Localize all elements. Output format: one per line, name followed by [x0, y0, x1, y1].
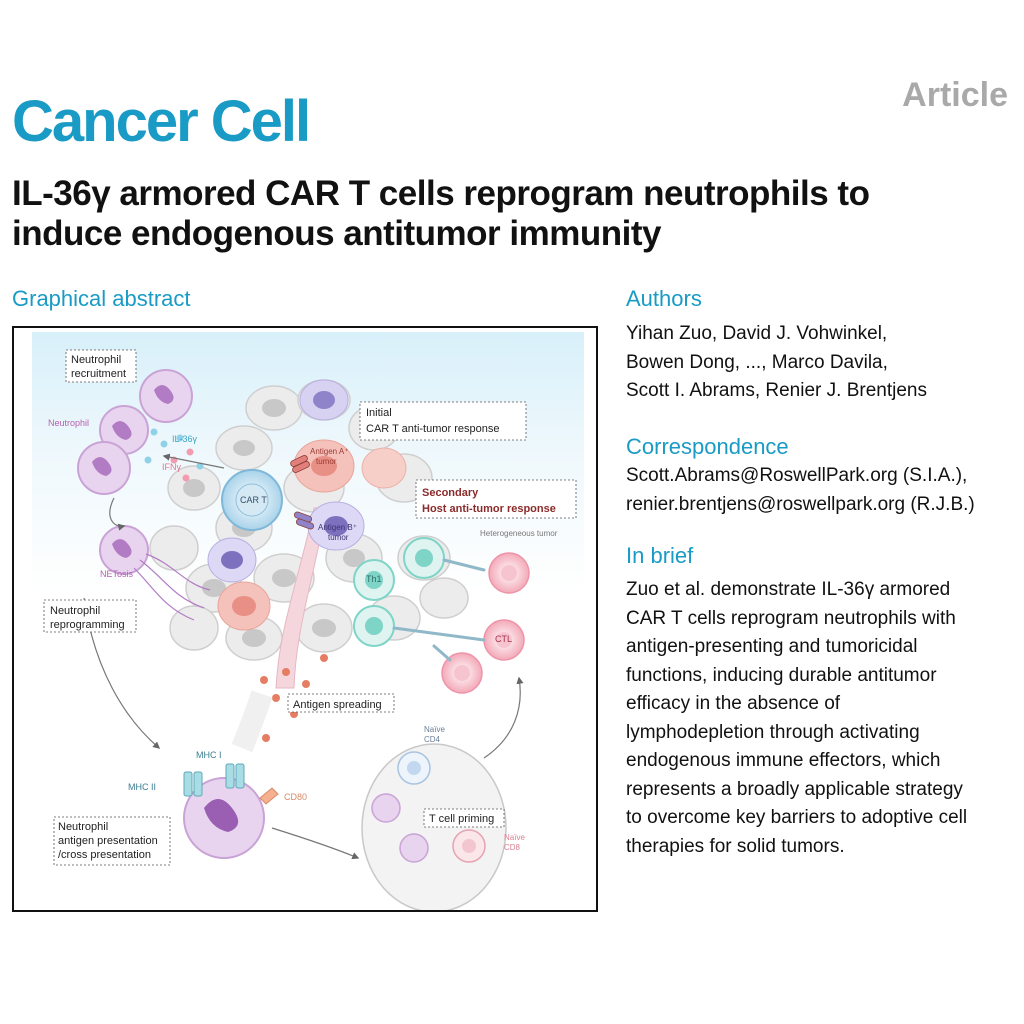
authors-heading: Authors — [626, 286, 702, 311]
label-initial-1: Initial — [366, 407, 392, 419]
correspondence-emails: Scott.Abrams@RoswellPark.org (S.I.A.), r… — [626, 462, 975, 519]
label-naive-cd4-1: Naïve — [424, 725, 445, 734]
in-brief-line: Zuo et al. demonstrate IL-36γ armored — [626, 579, 951, 600]
authors-line-1: Yihan Zuo, David J. Vohwinkel, — [626, 323, 888, 344]
label-neutrophil-recruitment-1: Neutrophil — [71, 354, 121, 366]
ctl-cells — [441, 552, 530, 694]
lymph-node — [361, 743, 507, 910]
antigen-a-tumor-cells — [217, 439, 407, 631]
label-th1: Th1 — [366, 574, 382, 584]
article-type-label: Article — [902, 76, 1008, 114]
label-ctl: CTL — [495, 634, 512, 644]
in-brief-line: CAR T cells reprogram neutrophils with — [626, 607, 956, 629]
journal-name: Cancer Cell — [12, 89, 311, 154]
graphical-abstract-illustration: Neutrophil recruitment Neutrophil IL-36γ… — [32, 332, 584, 910]
label-mhc-i: MHC I — [196, 750, 222, 760]
cytokine-arrow — [162, 453, 225, 469]
label-heterogeneous-tumor: Heterogeneous tumor — [480, 529, 558, 538]
in-brief-line: lymphodepletion through activating — [626, 721, 920, 743]
antigen-b-tumor-cells — [207, 379, 365, 583]
in-brief-line: antigen-presenting and tumoricidal — [626, 636, 918, 657]
in-brief-heading: In brief — [626, 543, 694, 568]
label-ifn: IFNγ — [162, 462, 181, 472]
label-antigen-b-2: tumor — [328, 533, 349, 542]
label-netosis: NETosis — [100, 569, 134, 579]
label-antigen-b-1: Antigen B⁺ — [318, 523, 357, 532]
in-brief-text: Zuo et al. demonstrate IL-36γ armored CA… — [626, 576, 967, 861]
label-presentation-3: /cross presentation — [58, 849, 151, 861]
tcr-receptors — [392, 558, 486, 662]
correspondence-email-2[interactable]: renier.brentjens@roswellpark.org (R.J.B.… — [626, 493, 975, 515]
title-line-2: induce endogenous antitumor immunity — [12, 214, 661, 253]
label-presentation-2: antigen presentation — [58, 835, 158, 847]
label-reprogramming-1: Neutrophil — [50, 605, 100, 617]
label-neutrophil: Neutrophil — [48, 418, 89, 428]
label-cd80: CD80 — [284, 792, 307, 802]
th1-cells — [353, 537, 445, 647]
in-brief-line: endogenous immune effectors, which — [626, 750, 941, 771]
authors-list: Yihan Zuo, David J. Vohwinkel, Bowen Don… — [626, 320, 927, 406]
authors-line-2: Bowen Dong, ..., Marco Davila, — [626, 351, 888, 373]
graphical-abstract-heading: Graphical abstract — [12, 286, 191, 311]
in-brief-line: to overcome key barriers to adoptive cel… — [626, 807, 968, 828]
correspondence-heading: Correspondence — [626, 434, 789, 459]
label-neutrophil-recruitment-2: recruitment — [71, 368, 126, 380]
label-antigen-a-2: tumor — [316, 457, 337, 466]
label-t-cell-priming: T cell priming — [429, 813, 494, 825]
cytokine-dots — [144, 428, 204, 482]
label-reprogramming-2: reprogramming — [50, 619, 125, 631]
label-antigen-spreading: Antigen spreading — [293, 699, 382, 711]
car-t-cell — [221, 469, 283, 531]
neutrophils-recruited — [77, 369, 193, 495]
antigen-presenting-neutrophil — [183, 763, 279, 859]
label-presentation-1: Neutrophil — [58, 821, 108, 833]
label-mhc-ii: MHC II — [128, 782, 156, 792]
label-initial-2: CAR T anti-tumor response — [366, 423, 499, 435]
in-brief-line: therapies for solid tumors. — [626, 835, 845, 857]
title-line-1: IL-36γ armored CAR T cells reprogram neu… — [12, 174, 870, 213]
in-brief-line: represents a broadly applicable strategy — [626, 778, 963, 800]
label-secondary-2: Host anti-tumor response — [422, 503, 556, 515]
correspondence-email-1[interactable]: Scott.Abrams@RoswellPark.org (S.I.A.), — [626, 465, 968, 486]
tumor-nuclei — [183, 399, 365, 647]
in-brief-line: efficacy in the absence of — [626, 693, 841, 714]
authors-line-3: Scott I. Abrams, Renier J. Brentjens — [626, 380, 927, 401]
graphical-abstract-figure: Neutrophil recruitment Neutrophil IL-36γ… — [12, 326, 598, 912]
article-title: IL-36γ armored CAR T cells reprogram neu… — [12, 174, 1017, 254]
label-naive-cd4-2: CD4 — [424, 735, 441, 744]
in-brief-line: functions, inducing durable antitumor — [626, 664, 937, 686]
label-il36: IL-36γ — [172, 434, 198, 444]
label-naive-cd8-2: CD8 — [504, 843, 521, 852]
label-naive-cd8-1: Naïve — [504, 833, 525, 842]
spreading-channel — [231, 690, 273, 753]
label-car-t: CAR T — [240, 495, 267, 505]
label-antigen-a-1: Antigen A⁺ — [310, 447, 348, 456]
car-receptors — [290, 455, 315, 530]
label-boxes — [43, 349, 577, 866]
label-secondary-1: Secondary — [422, 487, 479, 499]
